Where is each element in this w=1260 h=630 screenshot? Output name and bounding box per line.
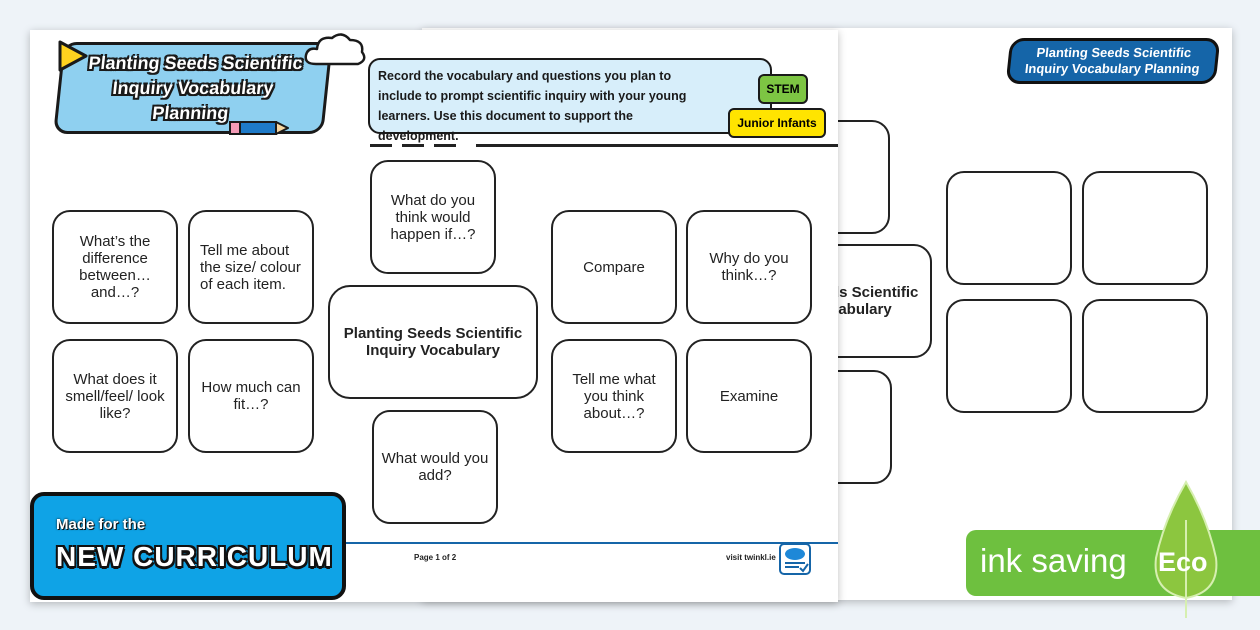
pencil-icon — [229, 121, 289, 135]
page-number: Page 1 of 2 — [414, 553, 457, 562]
page-2-center-text: ds Scientific cabulary — [830, 284, 919, 318]
dash-divider — [370, 144, 392, 147]
page-2-center-box: ds Scientific cabulary — [800, 244, 932, 358]
page-2-empty-box-1 — [946, 171, 1072, 285]
vocab-box-smell-feel: What does it smell/feel/ look like? — [52, 339, 178, 453]
dash-divider — [402, 144, 424, 147]
page-title: Planting Seeds Scientific Inquiry Vocabu… — [87, 52, 304, 123]
center-topic-box: Planting Seeds Scientific Inquiry Vocabu… — [328, 285, 538, 399]
curriculum-badge-line1: Made for the — [56, 516, 146, 533]
eco-leaf-icon — [1154, 480, 1218, 618]
instructions-text: Record the vocabulary and questions you … — [378, 69, 687, 143]
footer-divider — [342, 542, 838, 544]
stem-badge: STEM — [758, 74, 808, 104]
vocab-box-examine: Examine — [686, 339, 812, 453]
vocab-box-compare: Compare — [551, 210, 677, 324]
yellow-triangle-icon — [58, 40, 88, 72]
vocab-box-size-colour: Tell me about the size/ colour of each i… — [188, 210, 314, 324]
website-link[interactable]: visit twinkl.ie — [726, 553, 776, 562]
instructions-box: Record the vocabulary and questions you … — [368, 58, 772, 143]
eco-label: Eco — [1158, 547, 1208, 577]
ink-saving-text: ink saving — [980, 542, 1127, 579]
vocab-box-why-think: Why do you think…? — [686, 210, 812, 324]
vocab-box-what-happen: What do you think would happen if…? — [370, 160, 496, 274]
curriculum-badge-line2: NEW CURRICULUM — [56, 541, 333, 572]
page-2-empty-box-3 — [946, 299, 1072, 413]
vocab-box-what-add: What would you add? — [372, 410, 498, 524]
cloud-icon — [304, 33, 366, 66]
twinkl-approved-badge-icon — [779, 543, 811, 575]
page-2-title: Planting Seeds Scientific Inquiry Vocabu… — [1005, 38, 1221, 84]
vocab-box-tell-me: Tell me what you think about…? — [551, 339, 677, 453]
page-2-empty-box-2 — [1082, 171, 1208, 285]
vocab-box-difference: What’s the difference between… and…? — [52, 210, 178, 324]
page-2-empty-box-4 — [1082, 299, 1208, 413]
header-divider — [476, 144, 838, 147]
junior-infants-badge: Junior Infants — [728, 108, 826, 138]
new-curriculum-badge: Made for the NEW CURRICULUM — [30, 492, 346, 600]
dash-divider — [434, 144, 456, 147]
vocab-box-how-much: How much can fit…? — [188, 339, 314, 453]
